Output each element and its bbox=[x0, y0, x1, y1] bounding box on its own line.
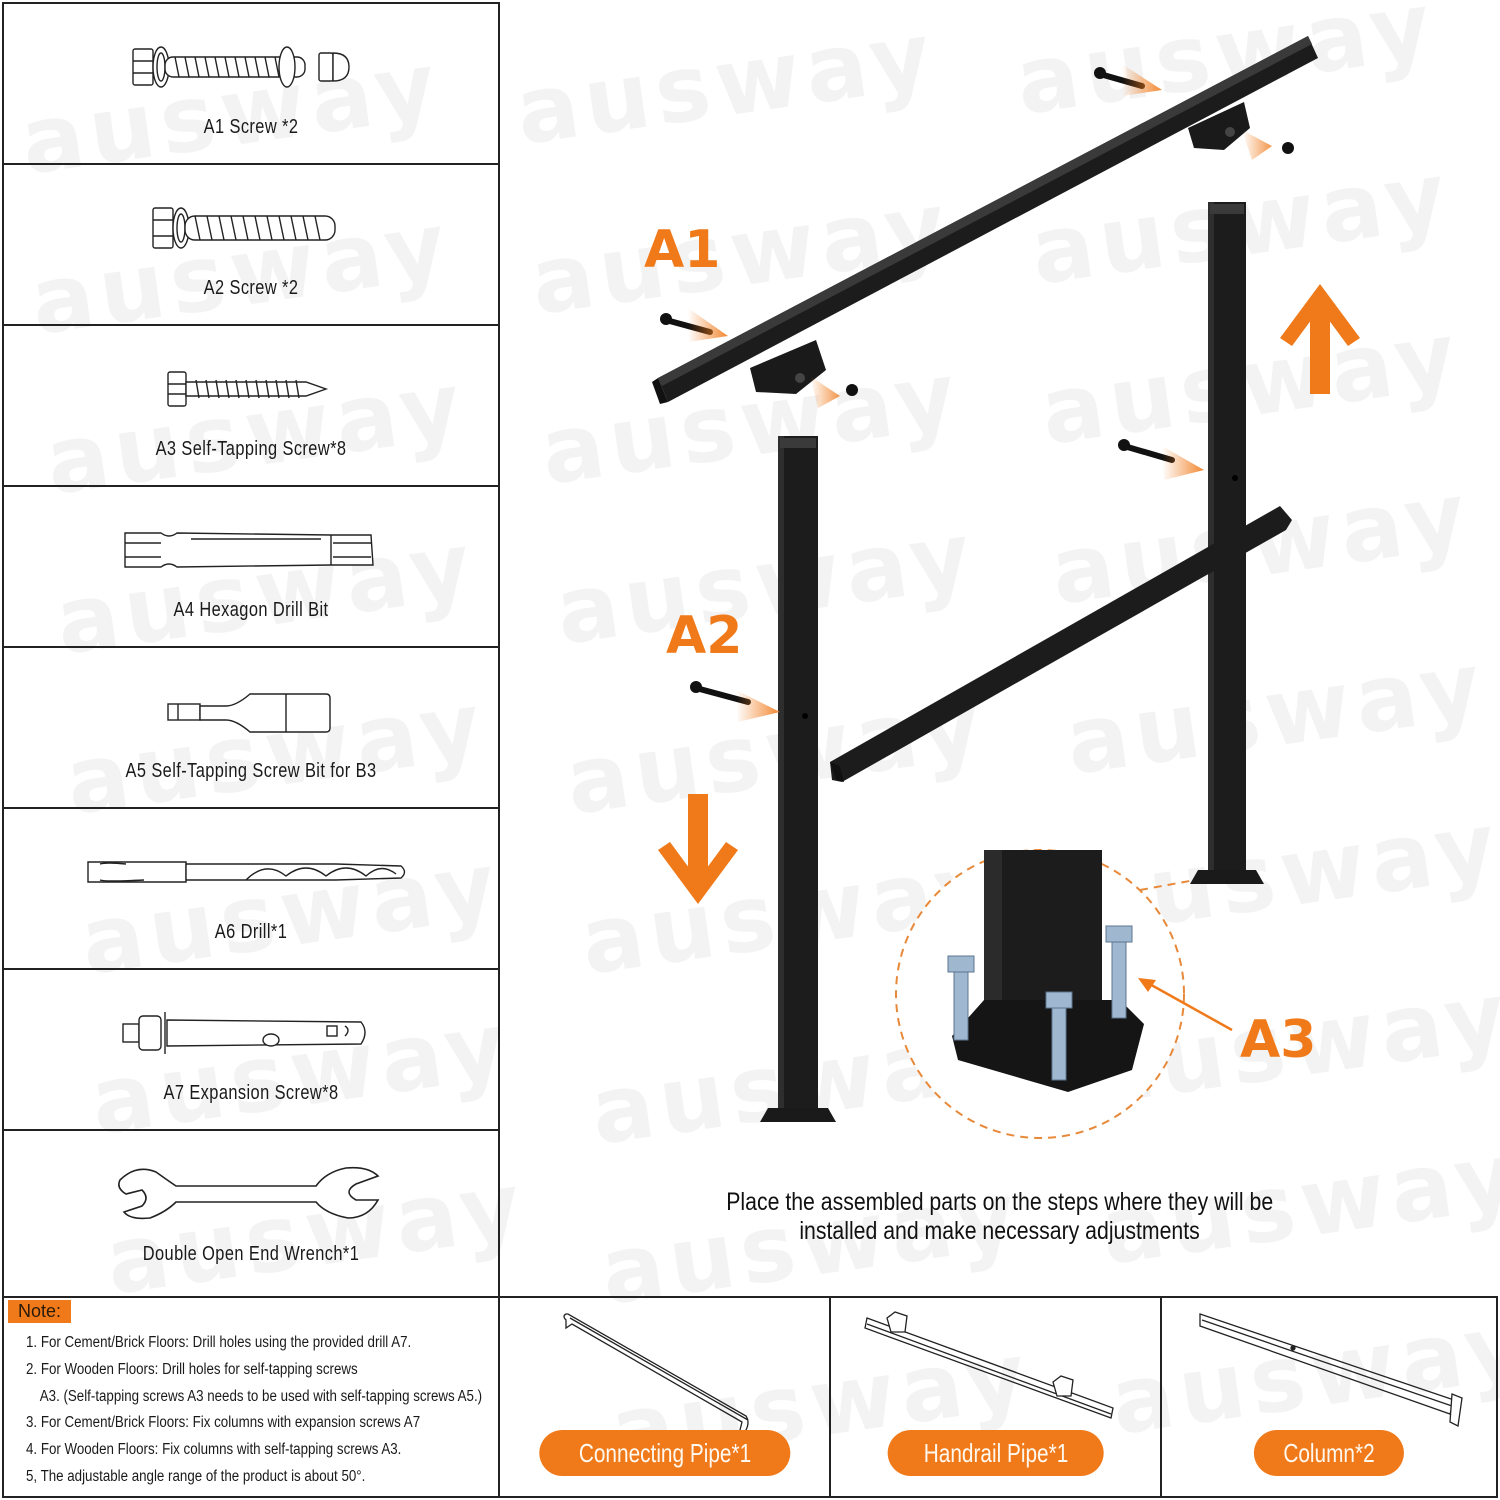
note-item: 2. For Wooden Floors: Drill holes for se… bbox=[26, 1360, 358, 1378]
a1-nut-left bbox=[810, 376, 858, 408]
callout-a2: A2 bbox=[666, 606, 743, 666]
component-label: Column*2 bbox=[1283, 1437, 1375, 1468]
a1-nut-right bbox=[1242, 130, 1294, 160]
caption-line-1: Place the assembled parts on the steps w… bbox=[726, 1188, 1274, 1216]
bolt-with-washer-icon bbox=[152, 206, 336, 249]
part-label: A4 Hexagon Drill Bit bbox=[173, 599, 329, 621]
note-item: A3. (Self-tapping screws A3 needs to be … bbox=[39, 1387, 483, 1405]
part-label: A1 Screw *2 bbox=[203, 116, 299, 138]
callout-a1: A1 bbox=[644, 220, 721, 280]
base-detail-callout bbox=[895, 849, 1233, 1139]
part-label: A6 Drill*1 bbox=[214, 921, 288, 943]
part-label: Double Open End Wrench*1 bbox=[142, 1243, 360, 1265]
masonry-drill-icon bbox=[87, 860, 406, 883]
a1-screw-left bbox=[660, 308, 728, 342]
assembly-diagram: A1 A2 A3 Place the assembled parts on th… bbox=[500, 0, 1500, 1296]
component-column: Column*2 bbox=[1162, 1296, 1498, 1498]
note-item: 5, The adjustable angle range of the pro… bbox=[26, 1467, 366, 1485]
column-icon bbox=[1199, 1313, 1463, 1427]
handrail-pipe bbox=[652, 36, 1318, 404]
instruction-caption: Place the assembled parts on the steps w… bbox=[640, 1188, 1360, 1246]
nut-driver-bit-icon bbox=[167, 692, 331, 733]
caption-line-2: installed and make necessary adjustments bbox=[799, 1217, 1201, 1245]
part-label: A7 Expansion Screw*8 bbox=[163, 1082, 339, 1104]
part-cell-a5: A5 Self-Tapping Screw Bit for B3 bbox=[4, 648, 498, 809]
part-cell-a6: A6 Drill*1 bbox=[4, 809, 498, 970]
installation-note: Note: 1. For Cement/Brick Floors: Drill … bbox=[2, 1296, 500, 1498]
note-item: 3. For Cement/Brick Floors: Fix columns … bbox=[26, 1414, 421, 1432]
component-label: Handrail Pipe*1 bbox=[923, 1437, 1068, 1468]
part-cell-a3: A3 Self-Tapping Screw*8 bbox=[4, 326, 498, 487]
left-column bbox=[760, 436, 836, 1122]
component-connecting-pipe: Connecting Pipe*1 bbox=[500, 1296, 831, 1498]
connecting-pipe bbox=[830, 506, 1292, 782]
note-title: Note: bbox=[8, 1300, 72, 1323]
part-cell-a4: A4 Hexagon Drill Bit bbox=[4, 487, 498, 648]
self-tapping-screw-icon bbox=[167, 370, 329, 407]
arrow-up-icon bbox=[1280, 284, 1360, 394]
a1-screw-right bbox=[1094, 64, 1162, 96]
part-label: A3 Self-Tapping Screw*8 bbox=[155, 438, 347, 460]
hex-drill-bit-icon bbox=[124, 531, 374, 568]
note-list: 1. For Cement/Brick Floors: Drill holes … bbox=[26, 1330, 492, 1491]
hardware-parts-list: A1 Screw *2 A2 Screw *2 A3 Self-Tapping … bbox=[2, 2, 500, 1298]
a2-screw-left bbox=[690, 681, 780, 722]
part-cell-a1: A1 Screw *2 bbox=[4, 4, 498, 165]
component-label: Connecting Pipe*1 bbox=[578, 1437, 751, 1468]
handrail-pipe-icon bbox=[864, 1311, 1114, 1419]
arrow-down-icon bbox=[658, 794, 738, 904]
part-label: A5 Self-Tapping Screw Bit for B3 bbox=[125, 760, 377, 782]
a2-screw-right bbox=[1118, 439, 1204, 480]
part-label: A2 Screw *2 bbox=[203, 277, 299, 299]
component-label-pill: Column*2 bbox=[1253, 1430, 1405, 1476]
component-label-pill: Connecting Pipe*1 bbox=[538, 1430, 791, 1476]
right-column bbox=[1190, 202, 1264, 884]
open-end-wrench-icon bbox=[118, 1166, 380, 1219]
part-cell-wrench: Double Open End Wrench*1 bbox=[4, 1131, 498, 1292]
note-item: 1. For Cement/Brick Floors: Drill holes … bbox=[26, 1334, 412, 1351]
part-cell-a7: A7 Expansion Screw*8 bbox=[4, 970, 498, 1131]
callout-a3: A3 bbox=[1240, 1010, 1317, 1070]
note-item: 4. For Wooden Floors: Fix columns with s… bbox=[26, 1441, 402, 1459]
component-label-pill: Handrail Pipe*1 bbox=[887, 1430, 1104, 1476]
handrail-assembly-illustration bbox=[652, 36, 1360, 1139]
component-handrail-pipe: Handrail Pipe*1 bbox=[831, 1296, 1162, 1498]
expansion-anchor-icon bbox=[122, 1011, 366, 1054]
connecting-pipe-icon bbox=[563, 1313, 749, 1436]
bolt-with-washer-and-cap-nut-icon bbox=[132, 45, 350, 88]
part-cell-a2: A2 Screw *2 bbox=[4, 165, 498, 326]
